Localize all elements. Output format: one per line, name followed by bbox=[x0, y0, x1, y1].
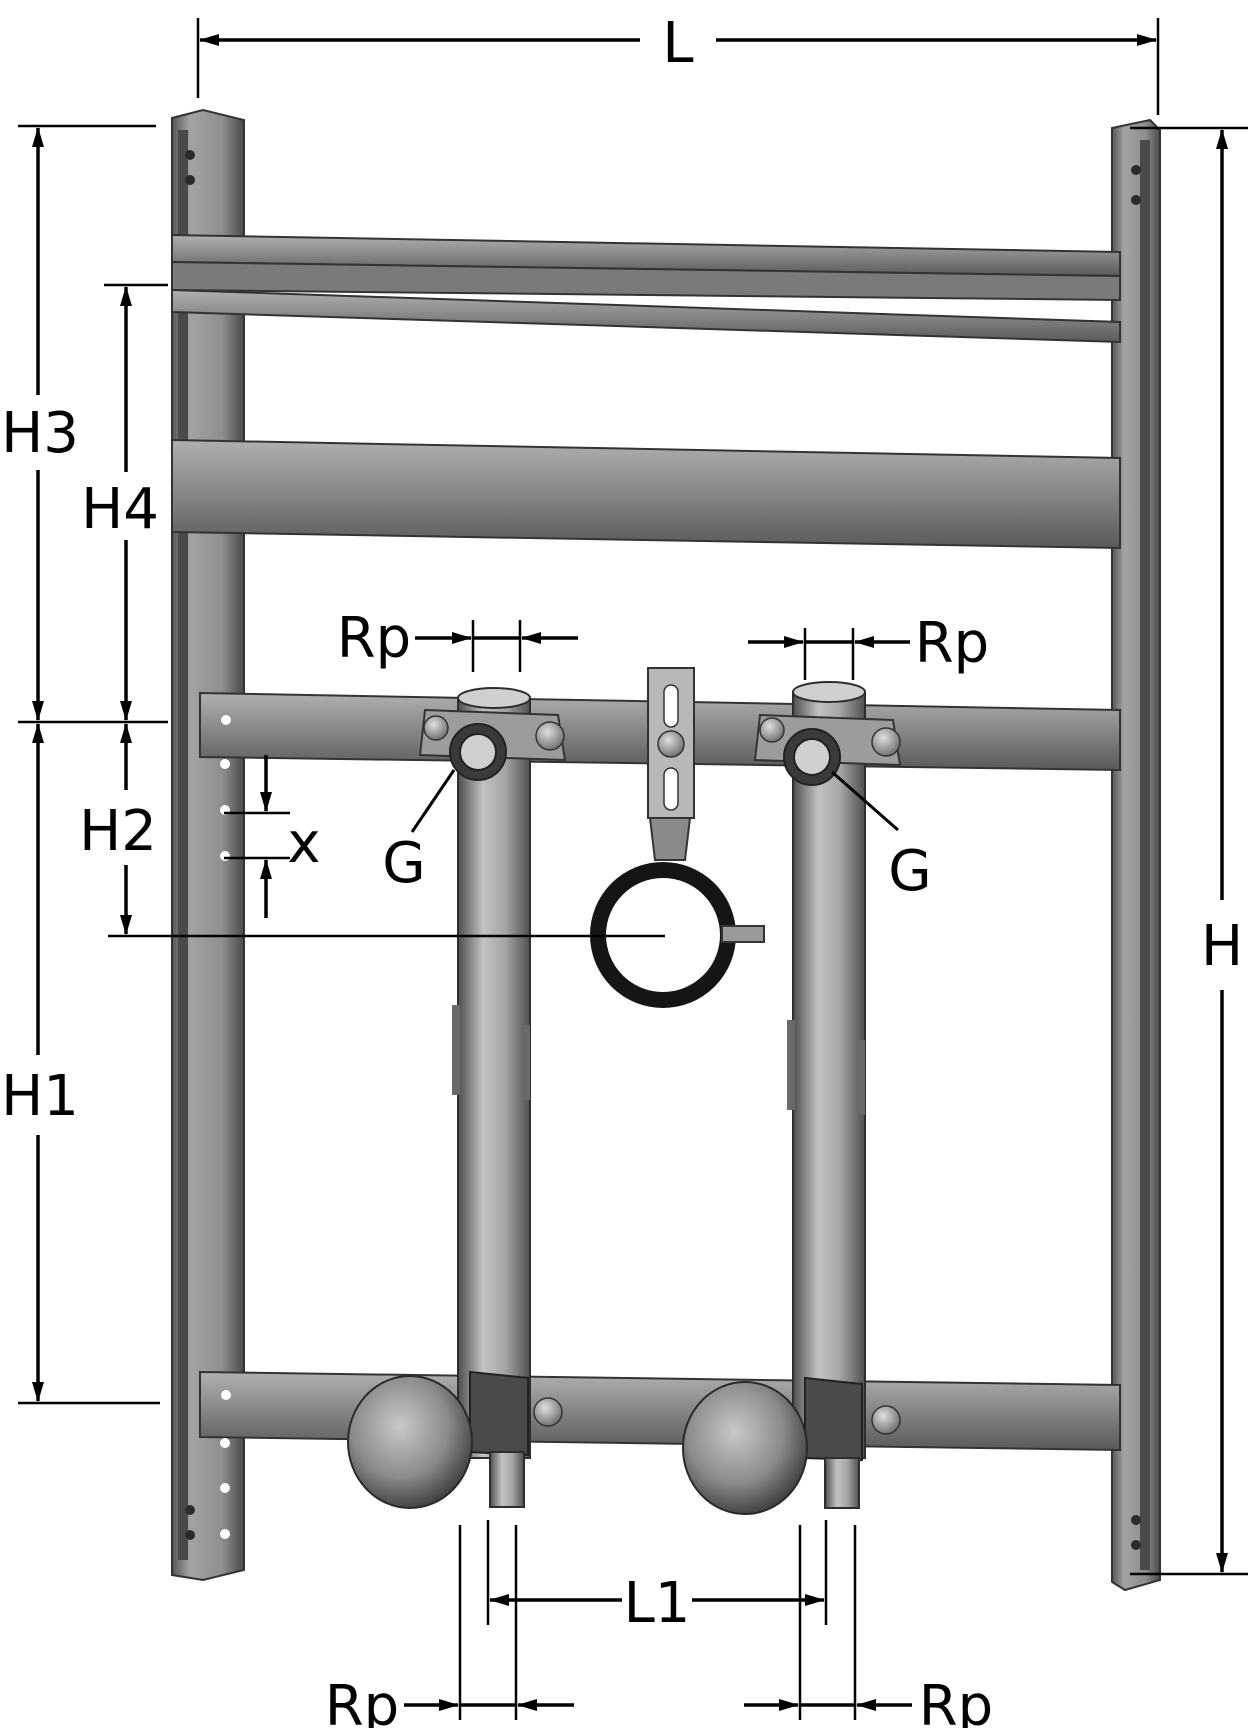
label-H2: H2 bbox=[79, 799, 157, 864]
wide-crossbar bbox=[171, 438, 1121, 550]
label-Rp-top-left: Rp bbox=[337, 606, 411, 671]
label-H4: H4 bbox=[81, 477, 159, 542]
label-G-left: G bbox=[382, 831, 425, 896]
label-Rp-top-right: Rp bbox=[915, 611, 989, 676]
right-pipe-assembly bbox=[682, 681, 902, 1515]
label-Rp-bottom-left: Rp bbox=[325, 1674, 399, 1728]
right-valve bbox=[682, 1376, 863, 1515]
label-H1: H1 bbox=[1, 1064, 79, 1129]
label-x: x bbox=[287, 811, 320, 876]
label-H: H bbox=[1201, 914, 1243, 979]
left-post bbox=[171, 108, 245, 1582]
label-L1: L1 bbox=[624, 1571, 691, 1636]
left-valve bbox=[347, 1370, 529, 1509]
top-rail-lower bbox=[171, 260, 1121, 344]
right-post bbox=[1111, 118, 1161, 1592]
label-G-right: G bbox=[888, 839, 931, 904]
dimension-lines bbox=[18, 18, 1248, 1720]
left-post-holes bbox=[220, 759, 230, 1539]
dimension-labels: L H H3 H4 H2 H1 x G G Rp Rp L1 Rp Rp bbox=[1, 11, 1243, 1728]
bottom-rail bbox=[199, 1370, 1121, 1452]
left-pipe-assembly bbox=[347, 687, 567, 1509]
label-L: L bbox=[662, 11, 693, 76]
label-H3: H3 bbox=[1, 401, 79, 466]
label-Rp-bottom-right: Rp bbox=[919, 1674, 993, 1728]
